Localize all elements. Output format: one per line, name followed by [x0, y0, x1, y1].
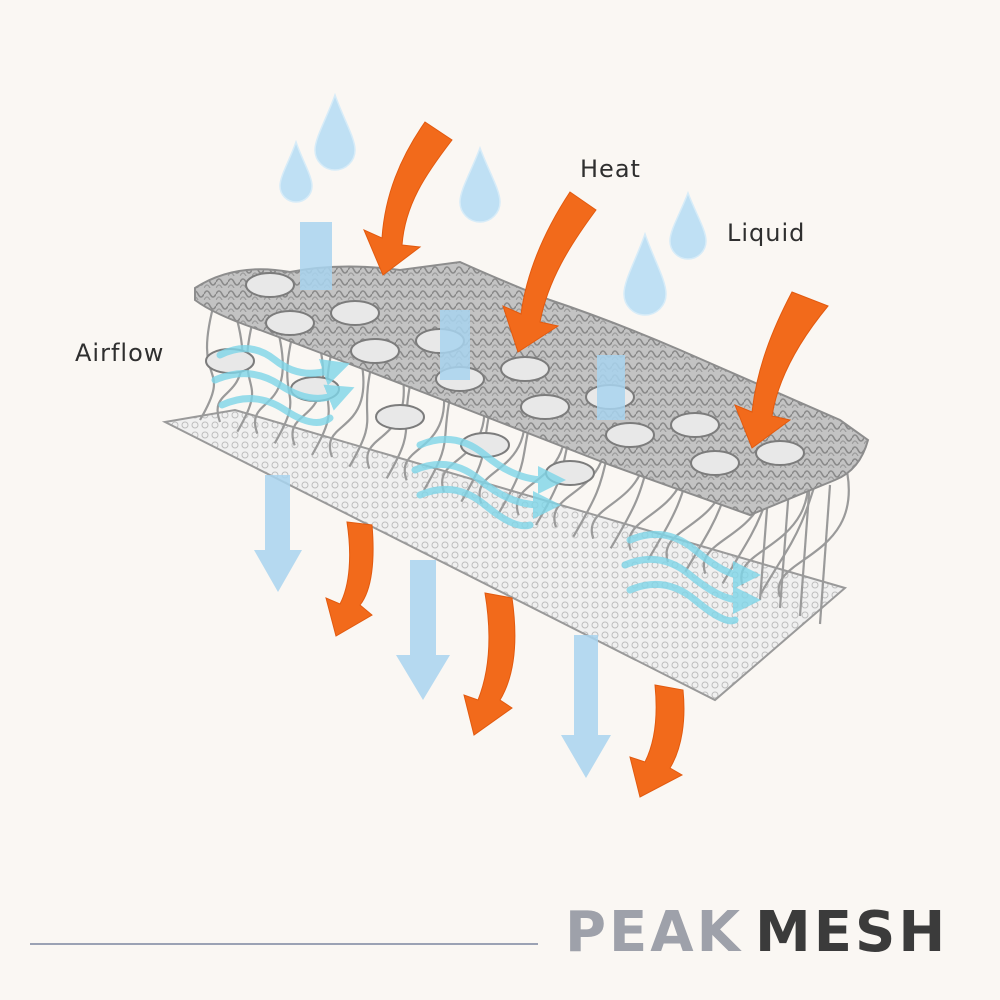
heat-arrow-icon: [363, 121, 453, 276]
heat-arrow-icon: [325, 521, 374, 637]
airflow-arrow-icon: [218, 395, 334, 426]
mesh-hole: [330, 300, 380, 326]
airflow-arrow-icon: [621, 555, 761, 614]
mesh-hole: [755, 440, 805, 466]
liquid-arrow-icon: [597, 355, 625, 420]
bottom-mesh-layer: [161, 408, 848, 702]
spacer-filament: [818, 484, 832, 625]
liquid-arrows: [254, 222, 625, 778]
heat-arrows: [325, 121, 829, 798]
brand-logo-part2: MESH: [755, 900, 949, 965]
mesh-hole: [265, 310, 315, 336]
spacer-filament: [798, 479, 812, 617]
airflow-arrow-icon: [411, 460, 561, 519]
mesh-hole: [545, 460, 595, 486]
liquid-arrow-icon: [300, 222, 332, 290]
brand-divider-line: [30, 943, 538, 945]
liquid-arrow-icon: [440, 310, 470, 380]
heat-arrow-icon: [629, 684, 685, 798]
brand-logo-part1: PEAK: [565, 900, 744, 965]
mesh-hole: [500, 356, 550, 382]
mesh-hole: [350, 338, 400, 364]
heat-arrow-icon: [502, 191, 597, 353]
liquid-drops: [279, 92, 707, 316]
airflow-label: Airflow: [75, 339, 165, 367]
heat-arrow-icon: [734, 291, 829, 449]
mesh-hole: [375, 404, 425, 430]
liquid-arrow-icon: [561, 635, 611, 778]
airflow-arrow-icon: [211, 370, 355, 411]
mesh-hole: [520, 394, 570, 420]
water-drop-icon: [623, 231, 667, 316]
spacer-filament: [216, 304, 244, 423]
spacer-filament: [199, 299, 217, 421]
liquid-label: Liquid: [727, 219, 806, 247]
airflow-arrows: [211, 345, 761, 625]
water-drop-icon: [314, 92, 356, 171]
water-drop-icon: [279, 139, 313, 203]
spacer-filament: [291, 324, 325, 446]
spacer-filament: [253, 314, 284, 435]
heat-label: Heat: [580, 155, 641, 183]
spacer-filament: [236, 309, 257, 433]
airflow-arrow-icon: [216, 345, 350, 386]
airflow-arrow-icon: [416, 435, 566, 494]
mesh-hole: [245, 272, 295, 298]
airflow-arrow-icon: [626, 580, 739, 625]
water-drop-icon: [459, 145, 501, 223]
mesh-hole: [605, 422, 655, 448]
mesh-hole: [690, 450, 740, 476]
spacer-filament: [777, 454, 850, 598]
airflow-arrow-icon: [626, 530, 761, 589]
mesh-hole: [670, 412, 720, 438]
heat-arrow-icon: [463, 592, 516, 736]
water-drop-icon: [669, 190, 707, 260]
airflow-arrow-icon: [416, 485, 534, 530]
liquid-arrow-icon: [254, 475, 302, 592]
liquid-arrow-icon: [396, 560, 450, 700]
